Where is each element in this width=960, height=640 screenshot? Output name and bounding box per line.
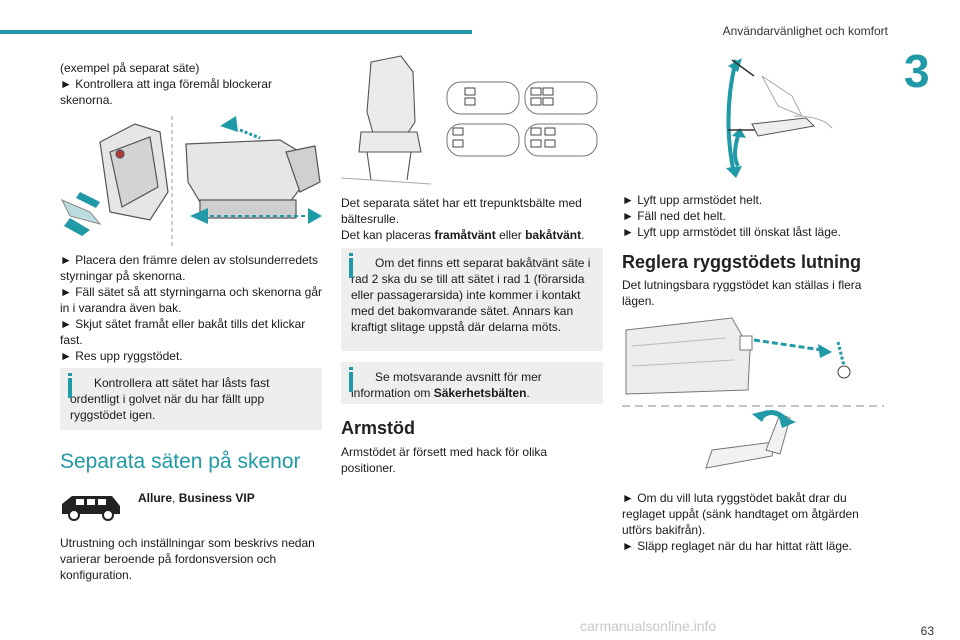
step-2: ► Fäll sätet så att styrningarna och ske…: [60, 285, 323, 315]
seat-icons: [452, 87, 556, 148]
seat-layout-illustration: [341, 55, 598, 185]
arc-arrow-large: [726, 59, 738, 175]
version-separator: ,: [172, 491, 179, 505]
belt-forward: framåtvänt: [434, 228, 496, 242]
arrow-left-1: [64, 218, 90, 236]
versions-label: Allure, Business VIP: [138, 490, 255, 506]
chapter-number: 3: [904, 45, 930, 97]
heading-separate-seats: Separata säten på skenor: [60, 450, 301, 473]
belt-text-2c: eller: [495, 228, 526, 242]
arrow-rail-left: [190, 208, 208, 224]
pull-arrow: [753, 338, 823, 352]
belt-text-2: Det kan placeras framåtvänt eller bakåtv…: [341, 227, 603, 243]
backrest-step-2: ► Släpp reglaget när du har hittat rätt …: [622, 539, 853, 553]
note-seatbelt-text: Se motsvarande avsnitt för mer informati…: [351, 370, 542, 400]
seat-rail-illustration: [60, 116, 322, 246]
armrest-step-1: ► Lyft upp armstödet helt.: [622, 193, 763, 207]
step-3: ► Skjut sätet framåt eller bakåt tills d…: [60, 317, 306, 347]
info-icon-dot: [349, 253, 353, 256]
step-1: ► Placera den främre delen av stolsunder…: [60, 253, 319, 283]
heading-armrest: Armstöd: [341, 418, 416, 438]
note-box-locking: Kontrollera att sätet har låsts fast ord…: [60, 368, 322, 430]
backrest-text: Det lutningsbara ryggstödet kan ställas …: [622, 278, 862, 308]
steps-list: ► Placera den främre delen av stolsunder…: [60, 252, 322, 364]
belt-backward: bakåtvänt: [525, 228, 582, 242]
belt-text-2e: .: [581, 228, 585, 242]
belt-text-1: Det separata sätet har ett trepunktsbält…: [341, 196, 582, 226]
intro-line-1: (exempel på separat säte): [60, 61, 200, 75]
armrest-illustration: [726, 58, 833, 178]
version-business-vip: Business VIP: [178, 491, 255, 505]
note-box-rear-seat: Om det finns ett separat bakåtvänt säte …: [341, 248, 603, 351]
watermark: carmanualsonline.info: [580, 618, 717, 634]
armrest-text: Armstödet är försett med hack för olika …: [341, 445, 548, 475]
step-4: ► Res upp ryggstödet.: [60, 349, 183, 363]
van-icon: [62, 496, 120, 521]
backrest-steps: ► Om du vill luta ryggstödet bakåt drar …: [622, 490, 884, 554]
seatbelts-link-text: Säkerhetsbälten: [433, 386, 527, 400]
seat-front-drawing: [185, 139, 321, 219]
note-seatbelt-end: .: [526, 386, 530, 400]
page-number: 63: [920, 624, 934, 638]
armrest-step-2: ► Fäll ned det helt.: [622, 209, 726, 223]
info-icon-dot: [68, 373, 72, 376]
header-accent-bar: [0, 30, 472, 34]
seat-side-drawing: [99, 123, 169, 221]
section-title: Användarvänlighet och komfort: [722, 24, 888, 38]
info-icon: [349, 372, 353, 392]
armrest-steps: ► Lyft upp armstödet helt. ► Fäll ned de…: [622, 192, 884, 240]
seat-recline-drawing: [705, 410, 796, 469]
rail-left: [60, 199, 102, 225]
belt-text-2a: Det kan placeras: [341, 228, 435, 242]
equipment-text: Utrustning och inställningar som beskriv…: [60, 536, 315, 582]
backrest-illustration: [622, 317, 884, 469]
arrow-left-2: [76, 192, 100, 208]
info-icon-dot: [349, 367, 353, 370]
backrest-step-1: ► Om du vill luta ryggstödet bakåt drar …: [622, 491, 859, 537]
arrow-up: [220, 116, 238, 132]
seat-drawing: [341, 55, 432, 185]
info-icon: [68, 378, 72, 398]
info-icon: [349, 258, 353, 278]
arrow-rail-right: [308, 208, 322, 224]
note-box-seatbelts: Se motsvarande avsnitt för mer informati…: [341, 362, 603, 404]
note-text: Kontrollera att sätet har låsts fast ord…: [70, 376, 270, 422]
armrest-step-3: ► Lyft upp armstödet till önskat låst lä…: [622, 225, 841, 239]
note-text: Se motsvarande avsnitt för mer informati…: [351, 369, 595, 401]
note-text: Om det finns ett separat bakåtvänt säte …: [351, 256, 591, 334]
lever-knob: [837, 365, 851, 379]
arc-arrow-small: [733, 135, 740, 168]
version-allure: Allure: [138, 491, 173, 505]
heading-backrest: Reglera ryggstödets lutning: [622, 252, 862, 272]
intro-line-2: ► Kontrollera att inga föremål blockerar…: [60, 77, 272, 107]
seat-backrest-drawing: [625, 317, 753, 395]
